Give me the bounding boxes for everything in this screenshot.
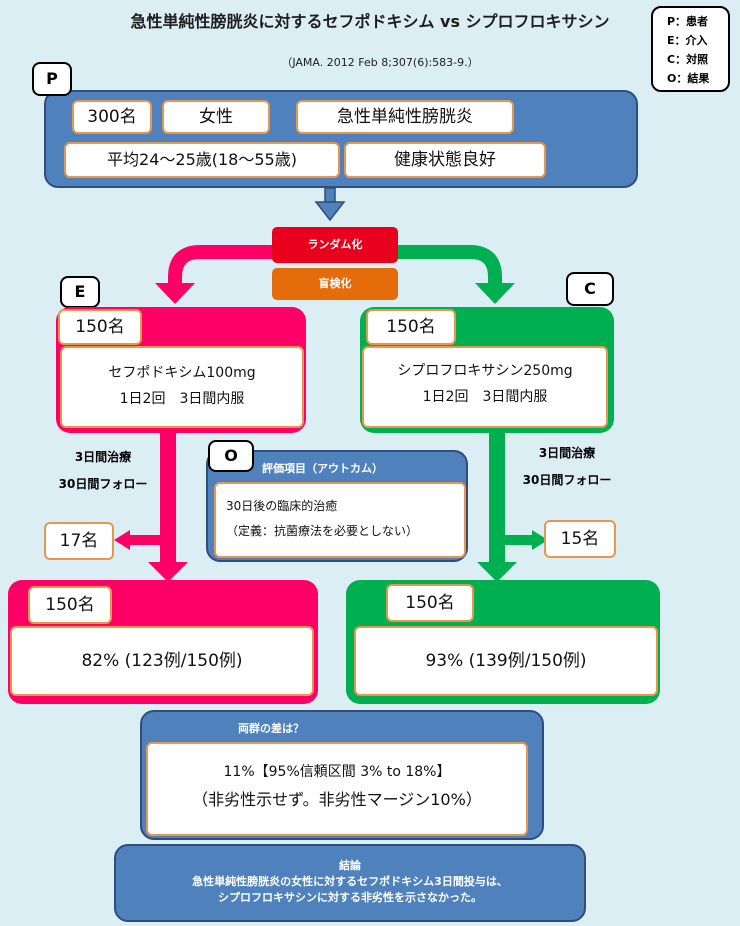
outcome-primary-endpoint: 30日後の臨床的治癒 bbox=[226, 499, 338, 513]
patients-health: 健康状態良好 bbox=[344, 142, 546, 178]
legend-item: E：介入 bbox=[667, 34, 708, 47]
outcome-definition: 30日後の臨床的治癒 （定義：抗菌療法を必要としない） bbox=[214, 482, 466, 558]
intervention-count: 150名 bbox=[58, 309, 142, 345]
difference-result: 11%【95%信頼区間 3% to 18%】 （非劣性示せず。非劣性マージン10… bbox=[146, 742, 528, 836]
arrow-intervention-followup bbox=[114, 432, 188, 582]
difference-heading: 両群の差は？ bbox=[238, 722, 304, 735]
intervention-drug: セフポドキシム100mg bbox=[108, 365, 256, 381]
outcome-heading: 評価項目（アウトカム） bbox=[262, 462, 383, 475]
difference-interpretation: （非劣性示せず。非劣性マージン10%） bbox=[192, 790, 482, 809]
intervention-dropout: 17名 bbox=[44, 522, 114, 560]
patients-count: 300名 bbox=[72, 100, 152, 134]
control-followup-days: 30日間フォロー bbox=[522, 473, 612, 487]
conclusion-line-2: シプロフロキサシンに対する非劣性を示さなかった。 bbox=[218, 891, 482, 904]
outcome-tag: O bbox=[208, 440, 254, 472]
difference-ci: 11%【95%信頼区間 3% to 18%】 bbox=[223, 764, 451, 780]
outcome-endpoint-definition: （定義：抗菌療法を必要としない） bbox=[226, 524, 419, 538]
intervention-tag: E bbox=[60, 276, 100, 308]
randomization-box: ランダム化 bbox=[272, 227, 398, 263]
arrow-control-followup bbox=[477, 432, 548, 582]
control-dosing: 1日2回 3日間内服 bbox=[422, 389, 548, 405]
control-result: 93% (139例/150例) bbox=[354, 626, 658, 696]
pico-legend: P：患者 E：介入 C：対照 O：結果 bbox=[651, 6, 730, 92]
intervention-result: 82% (123例/150例) bbox=[10, 626, 314, 696]
control-final-count: 150名 bbox=[386, 584, 474, 622]
page-title: 急性単純性膀胱炎に対するセフポドキシム vs シプロフロキサシン bbox=[130, 12, 610, 31]
conclusion-line-1: 急性単純性膀胱炎の女性に対するセフポドキシム3日間投与は、 bbox=[192, 875, 508, 888]
legend-item: O：結果 bbox=[667, 72, 710, 85]
intervention-followup-text: 3日間治療 30日間フォロー bbox=[48, 444, 158, 498]
patients-condition: 急性単純性膀胱炎 bbox=[296, 100, 514, 134]
intervention-followup-days: 30日間フォロー bbox=[58, 477, 148, 491]
intervention-treatment-days: 3日間治療 bbox=[74, 450, 132, 464]
intervention-treatment: セフポドキシム100mg 1日2回 3日間内服 bbox=[60, 346, 304, 428]
arrow-to-intervention bbox=[155, 245, 272, 304]
control-followup-text: 3日間治療 30日間フォロー bbox=[512, 440, 622, 494]
control-treatment: シプロフロキサシン250mg 1日2回 3日間内服 bbox=[362, 346, 608, 428]
control-treatment-days: 3日間治療 bbox=[538, 446, 596, 460]
control-tag: C bbox=[566, 272, 614, 306]
intervention-dosing: 1日2回 3日間内服 bbox=[119, 391, 245, 407]
control-dropout: 15名 bbox=[544, 520, 616, 558]
control-drug: シプロフロキサシン250mg bbox=[397, 363, 573, 379]
blinding-box: 盲検化 bbox=[272, 268, 398, 300]
arrow-to-control bbox=[398, 245, 515, 304]
arrow-p-to-randomization bbox=[314, 187, 346, 222]
patients-sex: 女性 bbox=[162, 100, 270, 134]
conclusion-panel: 結論 急性単純性膀胱炎の女性に対するセフポドキシム3日間投与は、 シプロフロキサ… bbox=[114, 844, 586, 922]
legend-item: P：患者 bbox=[667, 15, 709, 28]
patients-tag: P bbox=[32, 62, 72, 96]
patients-age: 平均24〜25歳(18〜55歳) bbox=[64, 142, 340, 178]
intervention-final-count: 150名 bbox=[28, 586, 112, 624]
conclusion-heading: 結論 bbox=[339, 859, 361, 872]
control-count: 150名 bbox=[366, 309, 456, 345]
legend-item: C：対照 bbox=[667, 53, 709, 66]
citation: （JAMA. 2012 Feb 8;307(6):583-9.） bbox=[281, 56, 479, 69]
